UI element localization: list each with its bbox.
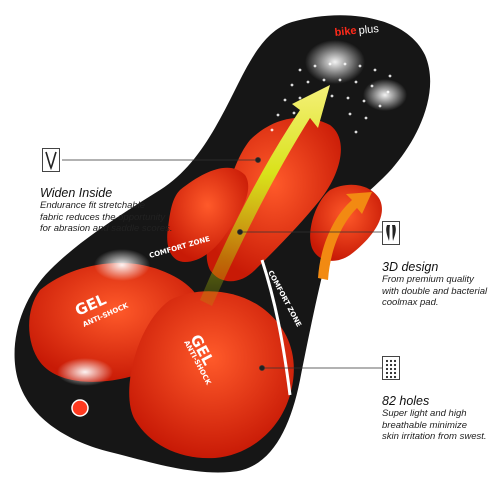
feature-desc-line: coolmax pad. — [382, 297, 439, 308]
feature-desc-line: From premium quality — [382, 274, 474, 285]
pad-shape-icon — [382, 221, 400, 245]
feature-desc-line: with double and bacterial — [382, 285, 488, 297]
orange-curve-arrow — [318, 192, 372, 280]
feature-desc-line: for abrasion and saddle scores. — [40, 223, 173, 234]
feature-desc-line: Endurance fit stretchable — [40, 200, 146, 211]
airflow-arrow — [200, 85, 330, 306]
steam-cloud-top — [305, 40, 365, 84]
brand-badge-icon — [71, 399, 89, 417]
holes-grid-icon — [382, 356, 400, 380]
widen-inside-icon — [42, 148, 60, 172]
feature-widen-inside: Widen Inside Endurance fit stretchable f… — [40, 186, 190, 235]
seam-stripe — [260, 259, 292, 396]
steam-cloud-lower — [57, 358, 113, 386]
feature-desc-line: Super light and high — [382, 408, 467, 419]
pad-red-right-gel — [129, 291, 294, 459]
feature-desc-line: breathable minimize — [382, 419, 468, 431]
logo-bike: bike — [334, 25, 357, 39]
logo-plus: plus — [358, 23, 380, 37]
feature-3d-design: 3D design From premium quality with doub… — [382, 260, 500, 309]
pad-red-upper-left — [167, 167, 249, 262]
callout-lines — [62, 157, 382, 371]
feature-title: 3D design — [382, 260, 439, 274]
feature-title: 82 holes — [382, 394, 430, 408]
feature-desc-line: fabric reduces the opportunity — [40, 211, 166, 223]
steam-cloud-top-right — [363, 79, 407, 111]
feature-desc-line: skin irritation from swest. — [382, 431, 487, 442]
feature-82-holes: 82 holes Super light and high breathable… — [382, 394, 500, 443]
feature-title: Widen Inside — [40, 186, 113, 200]
steam-cloud-left — [94, 249, 150, 281]
